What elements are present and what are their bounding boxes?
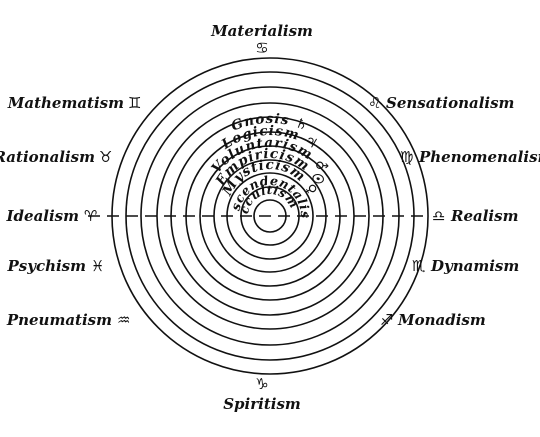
ring-label-gnosis: Gnosis ♄	[229, 111, 311, 135]
outer-label-dynamism: Dynamism	[430, 257, 519, 275]
outer-label-psychism: Psychism	[7, 257, 87, 275]
outer-label-sensationalism: Sensationalism	[386, 94, 514, 112]
libra-icon: ♎	[432, 207, 445, 225]
outer-label-rationalism: Rationalism	[0, 148, 95, 166]
aries-icon: ♈	[84, 207, 97, 225]
virgo-icon: ♍	[400, 148, 413, 166]
outer-label-mathematism: Mathematism	[7, 94, 124, 112]
scorpio-icon: ♏	[412, 257, 426, 275]
taurus-icon: ♉	[99, 148, 112, 166]
sagittarius-icon: ♐	[380, 311, 393, 329]
leo-icon: ♌	[368, 94, 381, 112]
gemini-icon: ♊	[128, 94, 141, 112]
outer-label-realism: Realism	[450, 207, 518, 225]
outer-label-phenomenalism: Phenomenalism	[418, 148, 540, 166]
outer-label-pneumatism: Pneumatism	[6, 311, 112, 329]
outer-label-monadism: Monadism	[397, 311, 486, 329]
pisces-icon: ♓	[91, 257, 104, 275]
cancer-icon: ♋	[255, 39, 268, 57]
capricorn-icon: ♑	[255, 375, 268, 393]
outer-label-spiritism: Spiritism	[223, 395, 301, 413]
aquarius-icon: ♒	[117, 311, 130, 329]
outer-label-idealism: Idealism	[6, 207, 79, 225]
outer-label-materialism: Materialism	[210, 22, 313, 40]
outer-labels: Materialism ♋ Mathematism ♊ ♌ Sensationa…	[0, 22, 540, 413]
